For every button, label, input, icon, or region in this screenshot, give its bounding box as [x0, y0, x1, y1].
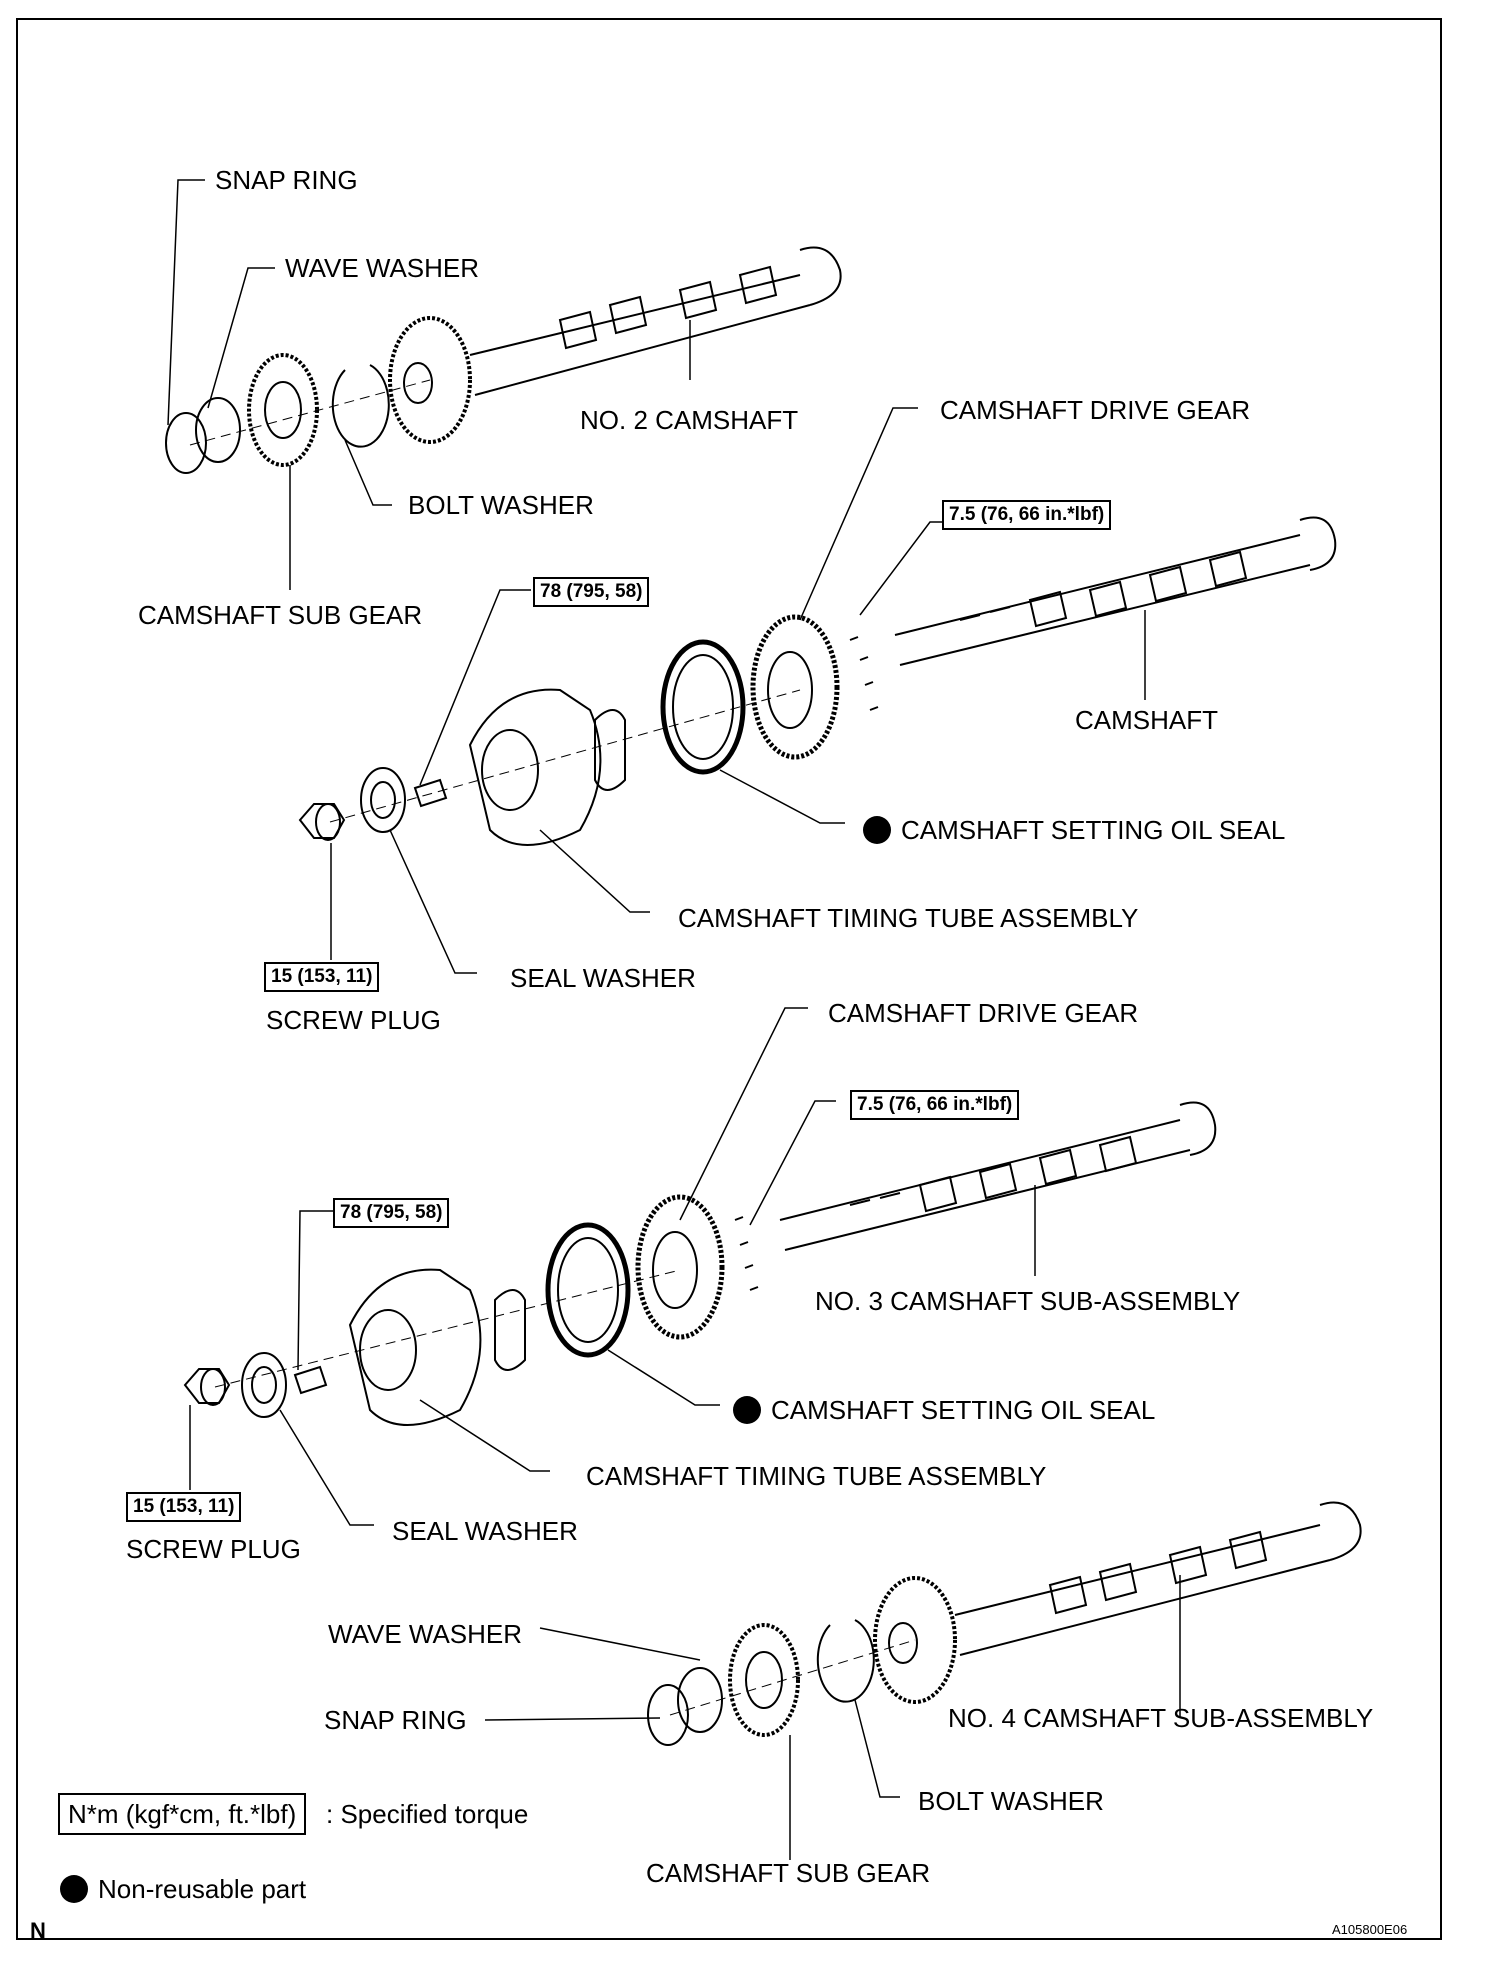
snap-ring-2-part	[647, 1684, 689, 1746]
legend-non-reusable-dot	[60, 1875, 88, 1903]
drive-gear-1-part	[750, 614, 840, 760]
camshaft-shaft	[894, 534, 1311, 666]
label-snap-ring-1: SNAP RING	[215, 165, 358, 195]
label-snap-ring-2: SNAP RING	[324, 1705, 467, 1735]
no4-camshaft-group	[647, 1501, 1362, 1746]
torque-drive-gear-bolts-2: 7.5 (76, 66 in.*lbf)	[850, 1090, 1020, 1120]
label-no3-camshaft: NO. 3 CAMSHAFT SUB-ASSEMBLY	[815, 1286, 1241, 1316]
cam4-gear-part	[873, 1576, 957, 1704]
label-camshaft-drive-gear-2: CAMSHAFT DRIVE GEAR	[828, 998, 1139, 1028]
label-screw-plug-1: SCREW PLUG	[266, 1005, 441, 1035]
torque-screw-plug-1: 15 (153, 11)	[264, 962, 380, 992]
label-seal-washer-2: SEAL WASHER	[392, 1516, 578, 1546]
torque-screw-plug-2: 15 (153, 11)	[126, 1492, 242, 1522]
label-camshaft-sub-gear-2: CAMSHAFT SUB GEAR	[646, 1858, 931, 1888]
leader-lines	[167, 179, 1181, 1860]
legend-non-reusable-text: Non-reusable part	[98, 1874, 307, 1904]
label-bolt-washer-1: BOLT WASHER	[408, 490, 594, 520]
legend-non-reusable: Non-reusable part	[60, 1874, 306, 1904]
figure-id: A105800E06	[1332, 1922, 1408, 1937]
non-reusable-dot-2	[733, 1396, 761, 1424]
cam2-gear-part	[388, 316, 472, 444]
label-oil-seal-2-text: CAMSHAFT SETTING OIL SEAL	[771, 1395, 1156, 1425]
label-timing-tube-1: CAMSHAFT TIMING TUBE ASSEMBLY	[678, 903, 1139, 933]
label-no2-camshaft: NO. 2 CAMSHAFT	[580, 405, 799, 435]
label-timing-tube-2: CAMSHAFT TIMING TUBE ASSEMBLY	[586, 1461, 1047, 1491]
drive-gear-2-part	[635, 1194, 725, 1340]
non-reusable-dot-1	[863, 816, 891, 844]
oil-seal-2-part	[545, 1222, 631, 1358]
no4-camshaft-shaft	[954, 1524, 1331, 1656]
label-bolt-washer-2: BOLT WASHER	[918, 1786, 1104, 1816]
screw-plug-2-part	[183, 1368, 231, 1404]
wave-washer-1-part	[195, 397, 241, 463]
label-camshaft-sub-gear-1: CAMSHAFT SUB GEAR	[138, 600, 423, 630]
no3-camshaft-group	[183, 1101, 1217, 1426]
label-camshaft: CAMSHAFT	[1075, 705, 1218, 735]
label-oil-seal-2: CAMSHAFT SETTING OIL SEAL	[733, 1395, 1155, 1425]
no3-camshaft-shaft	[779, 1119, 1191, 1251]
seal-washer-1-part	[360, 767, 406, 833]
bolt-washer-2-part	[816, 1619, 875, 1703]
legend-torque-unit: N*m (kgf*cm, ft.*lbf)	[58, 1793, 307, 1835]
legend-torque-desc: : Specified torque	[326, 1799, 529, 1829]
diagram-frame	[16, 18, 1442, 1940]
torque-drive-gear-bolts-1: 7.5 (76, 66 in.*lbf)	[942, 500, 1112, 530]
screw-plug-1-part	[298, 803, 346, 839]
tube-bolt-1-part	[413, 778, 448, 808]
sub-gear-2-part	[728, 1623, 800, 1737]
torque-tube-bolt-1: 78 (795, 58)	[533, 577, 650, 607]
no2-camshaft-group	[165, 246, 842, 474]
timing-tube-1-part	[468, 688, 602, 846]
snap-ring-1-part	[165, 412, 207, 474]
wave-washer-2-part	[677, 1667, 723, 1733]
camshaft-group	[298, 516, 1337, 846]
seal-washer-2-part	[241, 1352, 287, 1418]
bolt-washer-1-part	[331, 364, 390, 448]
label-oil-seal-1-text: CAMSHAFT SETTING OIL SEAL	[901, 815, 1286, 845]
sub-gear-1-part	[247, 353, 319, 467]
no2-camshaft-shaft	[469, 274, 811, 396]
tube-bolt-2-part	[293, 1365, 328, 1395]
label-wave-washer-2: WAVE WASHER	[328, 1619, 523, 1649]
label-screw-plug-2: SCREW PLUG	[126, 1534, 301, 1564]
label-no4-camshaft: NO. 4 CAMSHAFT SUB-ASSEMBLY	[948, 1703, 1374, 1733]
label-oil-seal-1: CAMSHAFT SETTING OIL SEAL	[863, 815, 1285, 845]
label-seal-washer-1: SEAL WASHER	[510, 963, 696, 993]
label-camshaft-drive-gear-1: CAMSHAFT DRIVE GEAR	[940, 395, 1251, 425]
corner-letter: N	[30, 1918, 46, 1943]
label-wave-washer-1: WAVE WASHER	[285, 253, 480, 283]
torque-tube-bolt-2: 78 (795, 58)	[333, 1198, 450, 1228]
timing-tube-2-part	[348, 1268, 482, 1426]
oil-seal-1-part	[660, 639, 746, 775]
